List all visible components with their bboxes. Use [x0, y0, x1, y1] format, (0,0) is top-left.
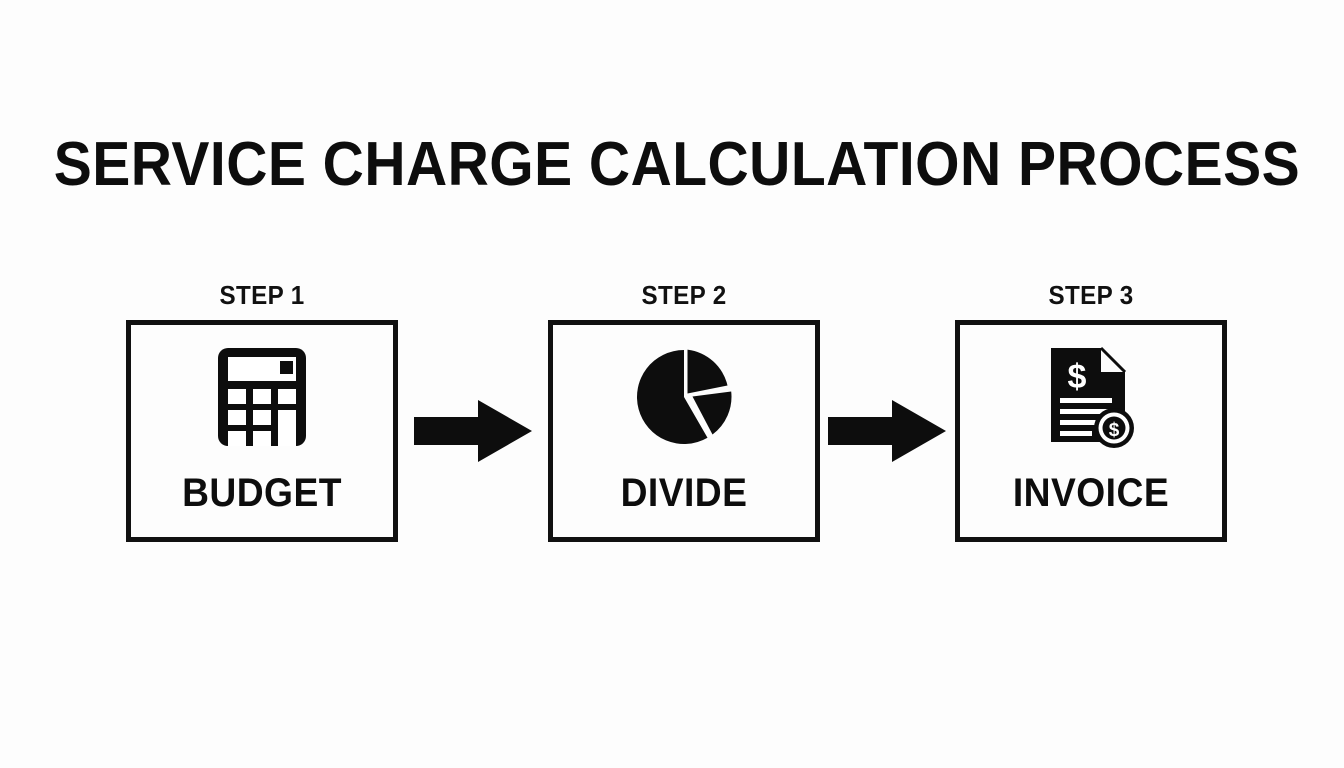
step-1-label: BUDGET	[182, 471, 342, 515]
process-steps-row: STEP 1	[0, 282, 1344, 552]
step-3-box[interactable]: $ $ INVOIC	[955, 320, 1227, 542]
process-step-3[interactable]: STEP 3 $	[955, 282, 1227, 544]
step-3-caption: STEP 3	[1048, 280, 1134, 310]
calculator-icon	[218, 347, 306, 451]
arrow-step1-to-step2	[414, 400, 532, 462]
step-2-caption: STEP 2	[641, 280, 727, 310]
arrow-step2-to-step3	[828, 400, 946, 462]
pie-chart-icon	[634, 347, 734, 452]
step-2-box[interactable]: DIVIDE	[548, 320, 820, 542]
step-1-icon-slot	[131, 347, 393, 451]
invoice-document-icon: $ $	[1047, 346, 1135, 453]
svg-text:$: $	[1068, 358, 1087, 396]
step-2-icon-slot	[553, 347, 815, 451]
step-3-icon-slot: $ $	[960, 346, 1222, 453]
step-1-caption: STEP 1	[219, 280, 305, 310]
svg-text:$: $	[1109, 420, 1120, 441]
step-1-box[interactable]: BUDGET	[126, 320, 398, 542]
process-step-1[interactable]: STEP 1	[126, 282, 398, 544]
page-title: SERVICE CHARGE CALCULATION PROCESS	[53, 130, 1301, 199]
step-2-label: DIVIDE	[620, 471, 748, 515]
step-3-label: INVOICE	[1012, 471, 1170, 515]
process-step-2[interactable]: STEP 2 DIVIDE	[548, 282, 820, 544]
